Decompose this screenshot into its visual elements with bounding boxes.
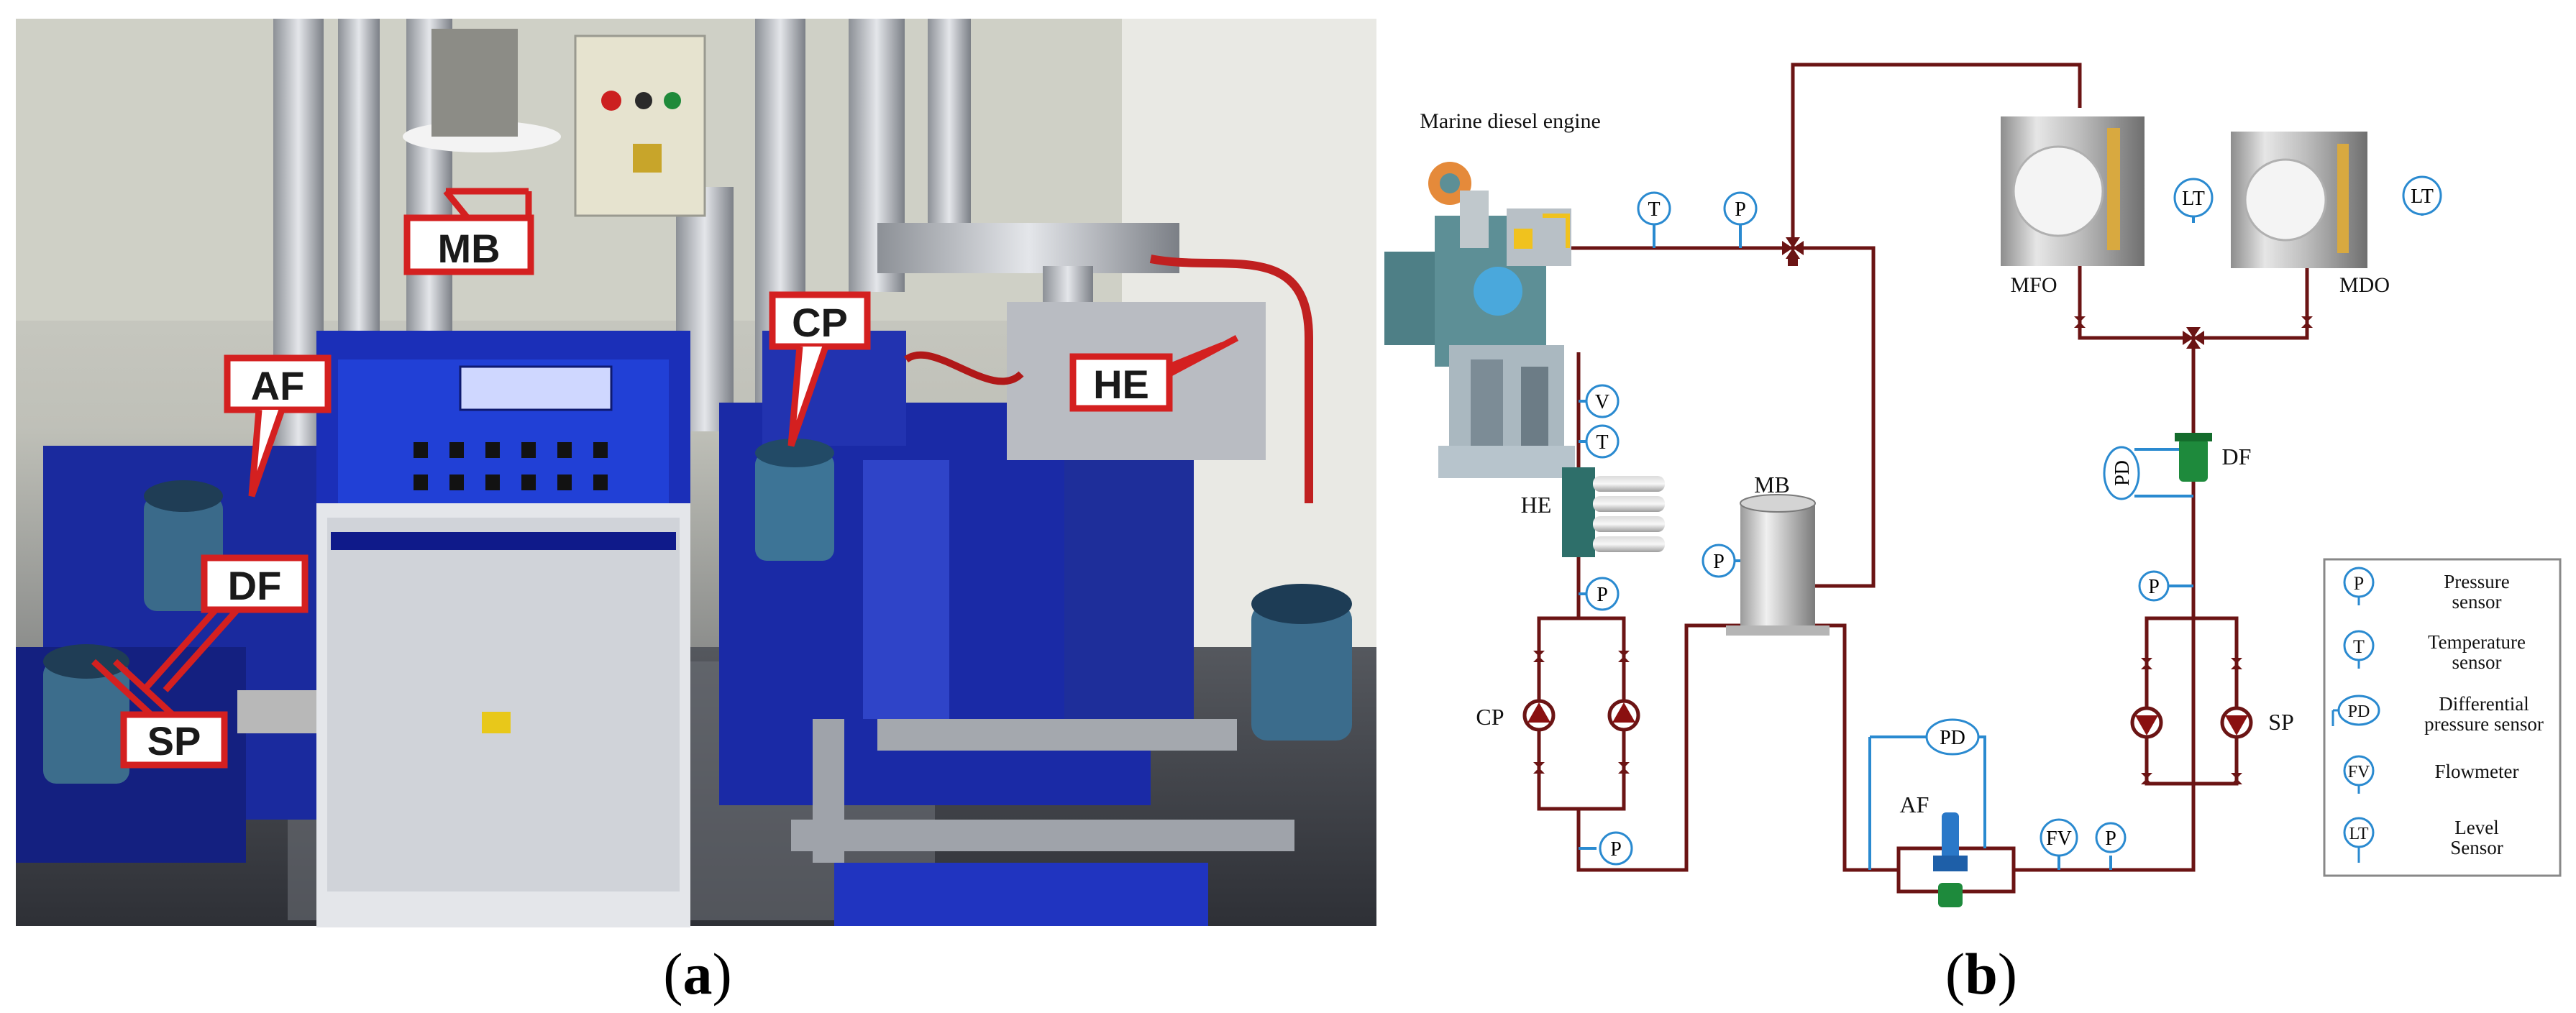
svg-text:P: P <box>1597 584 1608 606</box>
sensor-fv: FV <box>2040 818 2078 857</box>
sensors: T P LT LT V T P P P PD P PD FV P <box>1585 175 2442 866</box>
svg-text:T: T <box>1596 431 1608 454</box>
cp-label: CP <box>1476 704 1504 730</box>
callout-sp-label: SP <box>147 718 201 764</box>
svg-text:P: P <box>1713 551 1725 573</box>
callout-mb-label: MB <box>437 226 500 271</box>
sensor-p-mb: P <box>1702 544 1736 578</box>
callout-df: DF <box>141 554 309 692</box>
marine-diesel-engine: Marine diesel engine <box>1384 109 1601 478</box>
callout-sp: SP <box>91 659 228 769</box>
svg-text:sensor: sensor <box>2452 651 2502 673</box>
caption-b: (b) <box>1945 941 2017 1007</box>
af-label: AF <box>1900 792 1929 817</box>
tank-mdo: MDO <box>2231 132 2390 297</box>
svg-text:LT: LT <box>2182 188 2205 210</box>
callout-cp-label: CP <box>792 300 848 345</box>
svg-text:sensor: sensor <box>2452 591 2502 613</box>
svg-text:P: P <box>2354 573 2364 594</box>
callout-af: AF <box>224 354 332 498</box>
svg-text:LT: LT <box>2411 185 2434 208</box>
svg-text:P: P <box>1735 198 1746 221</box>
svg-text:PD: PD <box>2348 702 2370 721</box>
pumps-cp: CP <box>1476 699 1640 732</box>
mfo-label: MFO <box>2010 273 2057 297</box>
svg-text:P: P <box>2148 576 2160 598</box>
sensor-p-he: P <box>1585 577 1620 611</box>
sensor-t-engine: T <box>1637 191 1671 226</box>
sensor-lt-mdo: LT <box>2402 175 2442 216</box>
svg-text:Level: Level <box>2454 817 2498 838</box>
duplex-filter: DF <box>2175 433 2251 482</box>
he-label: HE <box>1521 492 1552 518</box>
heat-exchanger: HE <box>1521 467 1665 557</box>
sensor-p-cp: P <box>1599 831 1633 866</box>
sensor-pd-df: PD <box>2103 446 2140 500</box>
tank-mfo: MFO <box>2001 116 2145 297</box>
svg-text:P: P <box>2105 828 2116 850</box>
svg-text:PD: PD <box>2111 460 2134 486</box>
mixing-barrel: MB <box>1726 472 1830 636</box>
sensor-t-he: T <box>1585 424 1620 459</box>
svg-text:PD: PD <box>1940 727 1965 749</box>
callout-af-label: AF <box>251 363 305 408</box>
engine-label: Marine diesel engine <box>1420 109 1601 133</box>
callout-cp: CP <box>769 291 871 447</box>
svg-text:Temperature: Temperature <box>2428 631 2526 653</box>
callout-he: HE <box>1069 335 1239 412</box>
svg-text:P: P <box>1610 838 1622 861</box>
svg-text:pressure sensor: pressure sensor <box>2424 713 2544 735</box>
valves <box>1533 237 2313 784</box>
mdo-label: MDO <box>2339 273 2390 297</box>
svg-text:FV: FV <box>2046 828 2072 850</box>
sensor-pd-af: PD <box>1925 718 1980 756</box>
svg-text:T: T <box>2353 636 2365 657</box>
svg-text:(b): (b) <box>1945 941 2017 1007</box>
svg-text:Sensor: Sensor <box>2450 837 2503 858</box>
svg-text:Differential: Differential <box>2439 693 2529 715</box>
svg-text:(a): (a) <box>663 941 732 1007</box>
caption-a: (a) <box>663 941 732 1007</box>
sensor-p-engine: P <box>1723 191 1758 226</box>
svg-text:V: V <box>1595 391 1609 413</box>
legend-item-flowmeter: FV Flowmeter <box>2343 755 2519 794</box>
sensor-lines <box>1579 180 2424 870</box>
sensor-v: V <box>1585 384 1620 418</box>
callout-df-label: DF <box>228 563 282 608</box>
svg-text:Flowmeter: Flowmeter <box>2435 761 2519 782</box>
mb-label: MB <box>1754 472 1790 498</box>
schematic-panel: Marine diesel engine HE MB MFO <box>1384 63 2562 907</box>
svg-text:FV: FV <box>2348 763 2370 781</box>
sensor-p-af: P <box>2095 822 2127 853</box>
legend-item-pressure: P Pressure sensor <box>2343 567 2510 613</box>
photo-panel: MB AF DF SP CP HE <box>16 19 1376 927</box>
legend-item-temperature: T Temperature sensor <box>2343 630 2526 673</box>
svg-text:LT: LT <box>2349 825 2368 843</box>
legend-item-differential: PD Differential pressure sensor <box>2331 693 2544 735</box>
legend-item-level: LT Level Sensor <box>2343 817 2503 863</box>
sp-label: SP <box>2268 709 2294 735</box>
svg-text:T: T <box>1648 198 1660 221</box>
legend: P Pressure sensor T Temperature sensor P… <box>2323 558 2562 877</box>
sensor-p-sp: P <box>2138 570 2170 602</box>
callout-he-label: HE <box>1093 362 1149 407</box>
svg-text:Pressure: Pressure <box>2444 571 2509 592</box>
sensor-lt-mfo: LT <box>2173 178 2214 218</box>
df-label: DF <box>2222 444 2252 469</box>
auto-filter: AF <box>1900 792 1968 907</box>
callout-mb: MB <box>403 188 534 275</box>
pumps-sp: SP <box>2130 706 2294 739</box>
